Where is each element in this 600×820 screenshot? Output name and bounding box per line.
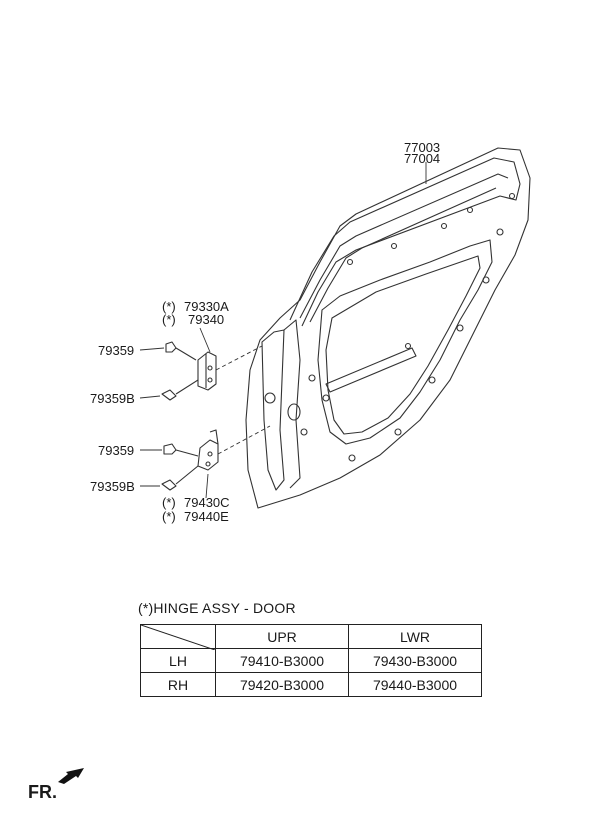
- table-row: LH 79410-B3000 79430-B3000: [140, 648, 482, 673]
- table-header-lwr: LWR: [348, 624, 482, 649]
- label-77004: 77004: [404, 151, 440, 166]
- mark-79440E: (*): [162, 509, 176, 524]
- label-79359B-lower: 79359B: [90, 479, 135, 494]
- label-79359-upper: 79359: [98, 343, 134, 358]
- label-79359B-upper: 79359B: [90, 391, 135, 406]
- bolt-79359B-lower: [161, 465, 199, 491]
- window-frame: [289, 157, 521, 327]
- mark-79330A: (*): [162, 299, 176, 314]
- table-cell-upr: 79410-B3000: [215, 648, 349, 673]
- bolt-79359B-upper: [161, 379, 199, 401]
- front-direction-arrow-icon: [58, 768, 84, 784]
- table-row: RH 79420-B3000 79440-B3000: [140, 672, 482, 697]
- label-79440E: 79440E: [184, 509, 229, 524]
- table-header-upr: UPR: [215, 624, 349, 649]
- door-assembly-diagram: 77003 77004 (*) 79330A (*) 79340 79359 7…: [90, 140, 531, 524]
- label-77003: 77003: [404, 140, 440, 155]
- upper-hinge: [197, 351, 217, 391]
- table-header-row: UPR LWR: [140, 624, 482, 650]
- inner-panel-opening: [317, 239, 493, 445]
- table-cell-side: RH: [140, 672, 216, 697]
- table-cell-lwr: 79430-B3000: [348, 648, 482, 673]
- table-cell-upr: 79420-B3000: [215, 672, 349, 697]
- table-cell-side: LH: [140, 648, 216, 673]
- mark-79340: (*): [162, 312, 176, 327]
- label-79359-lower: 79359: [98, 443, 134, 458]
- hinge-assy-table: UPR LWR LH 79410-B3000 79430-B3000 RH 79…: [140, 624, 482, 697]
- front-direction-label: FR.: [28, 782, 57, 802]
- bolt-79359-lower: [163, 443, 199, 457]
- lower-hinge: [197, 429, 219, 471]
- bolt-79359-upper: [165, 341, 197, 361]
- table-corner-cell: [140, 624, 216, 650]
- label-79430C: 79430C: [184, 495, 230, 510]
- door-panel-outline: [245, 147, 531, 509]
- table-cell-lwr: 79440-B3000: [348, 672, 482, 697]
- label-79340: 79340: [188, 312, 224, 327]
- mark-79430C: (*): [162, 495, 176, 510]
- hinge-table-title: (*)HINGE ASSY - DOOR: [138, 600, 296, 616]
- label-79330A: 79330A: [184, 299, 229, 314]
